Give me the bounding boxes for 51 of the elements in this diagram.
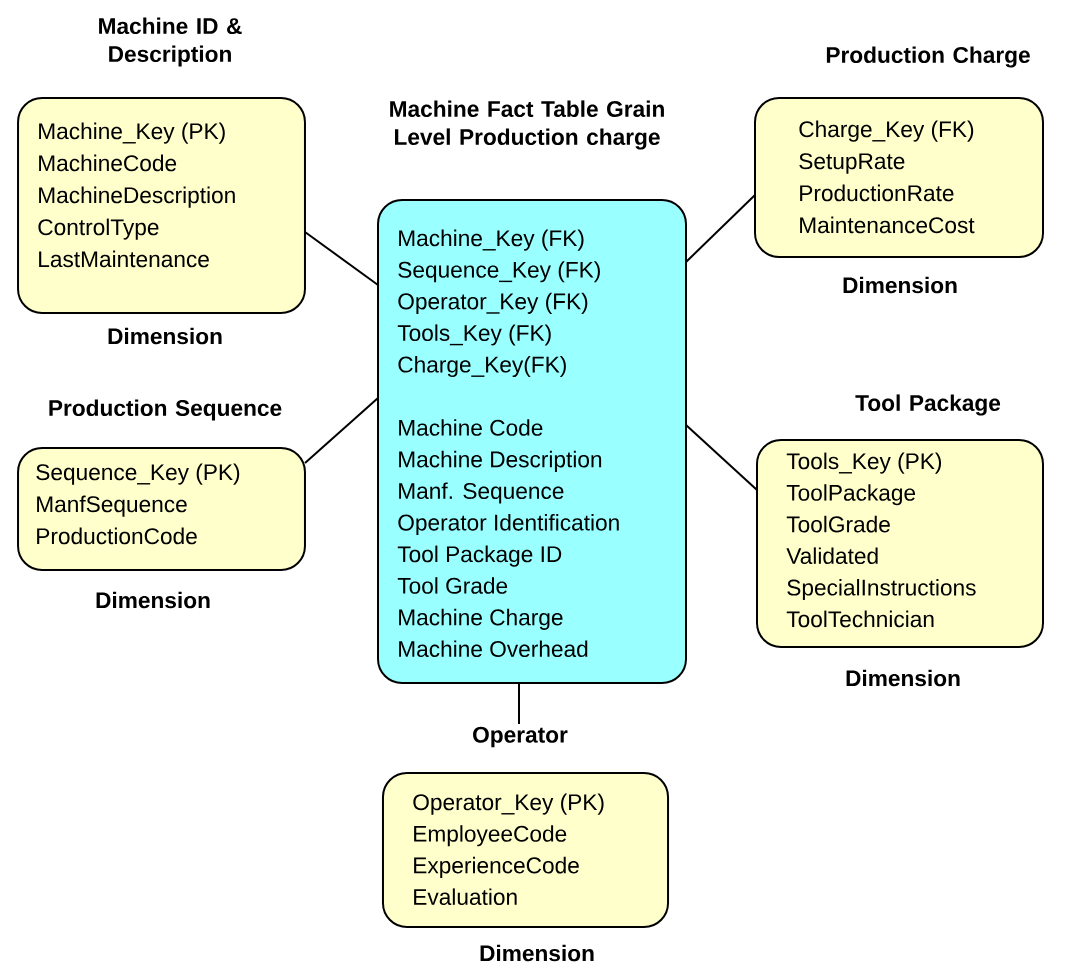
field-name: Sequence_Key (FK) [398, 261, 600, 283]
field-name: ControlType [38, 218, 159, 240]
field-name: Tools_Key (PK) [786, 452, 942, 474]
field-name: SetupRate [799, 153, 905, 174]
table-heading: Production Charge [826, 46, 1030, 68]
dimension-label: Dimension [843, 276, 957, 294]
field-name: Machine Overhead [399, 640, 588, 658]
connector-line [685, 424, 758, 491]
field-name: SpecialInstructions [787, 579, 976, 601]
dimension-label: Dimension [108, 327, 222, 345]
field-name: Tool Package ID [397, 545, 562, 567]
field-name: Manf. Sequence [399, 482, 564, 504]
field-name: ExperienceCode [414, 856, 579, 878]
table-heading: Production Sequence [49, 399, 282, 421]
field-name: Machine Code [399, 419, 543, 436]
field-name: Tools_Key (FK) [397, 324, 551, 346]
field-name: LastMaintenance [39, 250, 209, 268]
table-heading: Machine Fact Table Grain Level Production charge [390, 100, 664, 150]
connector-line [685, 194, 756, 263]
connector-line [518, 682, 520, 725]
field-name: Operator_Key (PK) [413, 793, 604, 815]
dimension-label: Dimension [480, 944, 594, 962]
table-heading: Machine ID & Description [99, 17, 242, 67]
field-name: Operator Identification [398, 514, 619, 536]
field-name: ToolTechnician [786, 610, 934, 628]
field-name: Evaluation [414, 888, 517, 906]
field-name: MaintenanceCost [800, 216, 975, 234]
field-name: Machine Charge [399, 608, 563, 630]
field-name: MachineDescription [39, 186, 235, 208]
field-name: ToolPackage [786, 484, 916, 506]
dimension-label: Dimension [96, 591, 210, 609]
field-name: ToolGrade [786, 515, 890, 533]
table-heading: Operator [473, 726, 568, 748]
field-name: ProductionRate [800, 184, 954, 202]
field-name: Machine_Key (PK) [39, 122, 225, 144]
field-name: Validated [786, 547, 878, 565]
field-name: Charge_Key(FK) [398, 356, 566, 378]
field-name: EmployeeCode [414, 825, 567, 847]
connector-line [304, 397, 379, 464]
table-heading: Tool Package [855, 394, 1001, 416]
field-name: ProductionCode [37, 527, 197, 545]
field-name: MachineCode [39, 154, 177, 172]
field-name: Sequence_Key (PK) [36, 463, 240, 485]
field-name: ManfSequence [37, 495, 187, 517]
connector-line [304, 231, 379, 286]
field-name: Tool Grade [397, 577, 508, 594]
dimension-label: Dimension [846, 669, 960, 687]
field-name: Machine_Key (FK) [399, 229, 584, 251]
field-name: Operator_Key (FK) [398, 292, 588, 314]
field-name: Machine Description [399, 450, 602, 472]
field-name: Charge_Key (FK) [799, 120, 974, 142]
